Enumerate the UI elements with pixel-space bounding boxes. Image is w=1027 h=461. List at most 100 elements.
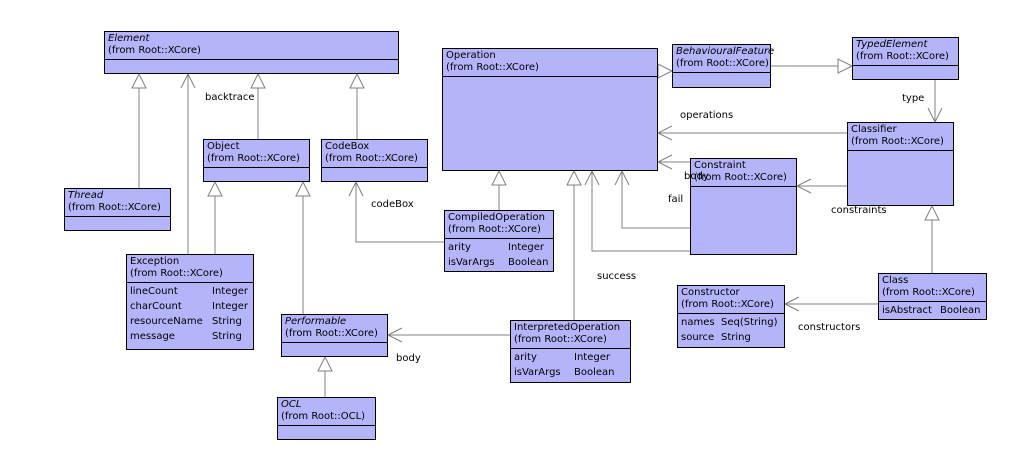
class-codebox[interactable]: CodeBox(from Root::XCore) [321,139,428,182]
class-name: CodeBox [325,141,370,152]
attribute-type: String [721,332,751,343]
class-package: (from Root::XCore) [514,334,607,345]
class-name: Exception [130,256,180,267]
association-arrowhead-icon [348,180,364,197]
class-package: (from Root::XCore) [448,224,541,235]
class-name: Object [207,141,240,152]
label-constructors: constructors [798,322,861,333]
class-name: BehaviouralFeature [676,46,775,57]
association-arrowhead-icon [584,169,600,186]
attribute-name: isVarArgs [448,257,495,268]
attribute-type: Boolean [508,257,549,268]
class-package: (from Root::XCore) [676,58,769,69]
relation-generalization-ocl-performable [317,355,333,397]
attribute-type: String [212,316,242,327]
label-operations: operations [680,110,734,121]
class-name: TypedElement [856,39,928,50]
class-package: (from Root::XCore) [285,328,378,339]
class-compiledoperation[interactable]: CompiledOperation(from Root::XCore) arit… [444,210,554,272]
attribute-name: names [681,317,715,328]
class-interpretedoperation[interactable]: InterpretedOperation(from Root::XCore) a… [510,320,631,383]
relation-line [591,171,690,252]
association-arrowhead-icon [783,296,800,312]
association-arrowhead-icon [386,327,403,343]
generalization-arrowhead-icon [295,180,311,197]
generalization-arrowhead-icon [207,180,223,197]
attribute: isVarArgs Boolean [448,255,550,270]
association-arrowhead-icon [795,178,812,194]
class-package: (from Root::XCore) [130,268,223,279]
relation-association-exception-element [180,72,196,254]
label-type: type [902,93,925,104]
label-body-performable: body [396,353,421,364]
relation-association-constraint-operation [656,154,690,170]
association-arrowhead-icon [614,169,630,186]
class-package: (from Root::OCL) [281,411,366,422]
attribute-type: String [212,331,242,342]
attribute-type: Boolean [574,367,615,378]
attribute-type: Integer [574,352,610,363]
class-constraint[interactable]: Constraint(from Root::XCore) [690,158,797,255]
class-name: OCL [281,399,302,410]
class-name: Operation [446,50,496,61]
class-name: InterpretedOperation [514,322,621,333]
relation-generalization-operation-behaviouralfeature [657,63,674,79]
relation-association-constraint-operation [584,169,690,252]
relation-association-classifier-operation [656,125,847,141]
label-backtrace: backtrace [205,92,255,103]
class-name: Classifier [851,124,897,135]
label-success: success [597,271,637,282]
relation-line [621,171,690,229]
class-performable[interactable]: Performable(from Root::XCore) [281,314,388,357]
class-package: (from Root::XCore) [446,62,539,73]
class-name: Thread [68,190,104,201]
class-name: Element [108,33,150,44]
relation-generalization-performable-object [295,180,311,314]
attribute-name: arity [514,352,537,363]
attribute-type: Integer [212,301,248,312]
attribute-type: Integer [212,286,248,297]
class-classifier[interactable]: Classifier(from Root::XCore) [847,122,954,206]
attribute-name: isAbstract [882,305,932,316]
relation-association-interpretedoperation-performable [386,327,510,343]
class-element[interactable]: Element(from Root::XCore) [104,31,399,74]
generalization-arrowhead-icon [924,204,940,221]
generalization-arrowhead-icon [131,72,147,89]
generalization-arrowhead-icon [349,72,365,89]
class-package: (from Root::XCore) [207,153,300,164]
class-operation[interactable]: Operation(from Root::XCore) [442,48,658,171]
class-object[interactable]: Object(from Root::XCore) [203,139,310,182]
label-codebox: codeBox [371,199,414,210]
label-body-constraint: body [684,171,709,182]
relation-generalization-thread-element [131,72,147,188]
class-name: Performable [285,316,347,327]
association-arrowhead-icon [180,72,196,89]
relation-association-constraint-operation [614,169,690,229]
relation-generalization-codebox-element [349,72,365,139]
attribute-name: arity [448,242,471,253]
class-package: (from Root::XCore) [851,136,944,147]
class-typedelement[interactable]: TypedElement(from Root::XCore) [852,37,959,80]
relation-association-typedelement-classifier [927,80,943,124]
class-package: (from Root::XCore) [694,172,787,183]
association-arrowhead-icon [656,154,673,170]
label-fail: fail [668,194,684,205]
relation-association-classifier-constraint [795,178,847,194]
relation-generalization-interpretedoperation-operation [566,169,582,320]
class-thread[interactable]: Thread(from Root::XCore) [64,188,171,231]
class-package: (from Root::XCore) [856,51,949,62]
class-ocl[interactable]: OCL(from Root::OCL) [277,397,376,440]
association-arrowhead-icon [656,125,673,141]
attribute-type: Boolean [940,305,981,316]
class-behaviouralfeature[interactable]: BehaviouralFeature(from Root::XCore) [672,44,775,88]
